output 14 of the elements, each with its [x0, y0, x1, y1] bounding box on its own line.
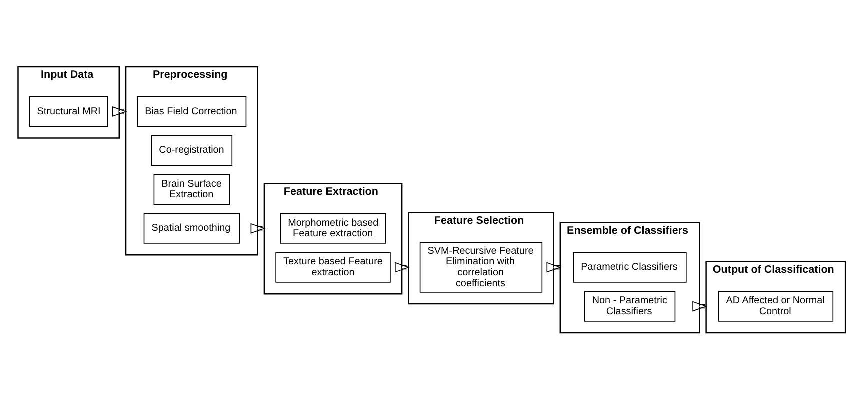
arrow	[395, 262, 410, 273]
node-box: Spatial smoothing	[144, 213, 240, 244]
node-box: Parametric Classifiers	[573, 252, 687, 283]
node-box: Non - Parametric Classifiers	[584, 291, 676, 322]
node-box: Morphometric based Feature extraction	[280, 213, 386, 244]
node-box: Co-registration	[151, 135, 233, 166]
node-box: Texture based Feature extraction	[276, 252, 391, 283]
node-box: AD Affected or Normal Control	[718, 291, 834, 322]
node-box: Structural MRI	[29, 96, 108, 128]
node-box: Brain Surface Extraction	[154, 174, 230, 205]
arrow	[250, 223, 266, 234]
node-box: Bias Field Correction	[137, 96, 247, 128]
arrow	[112, 106, 128, 117]
node-box: SVM-Recursive Feature Elimination with correlation coefficients	[420, 242, 543, 293]
